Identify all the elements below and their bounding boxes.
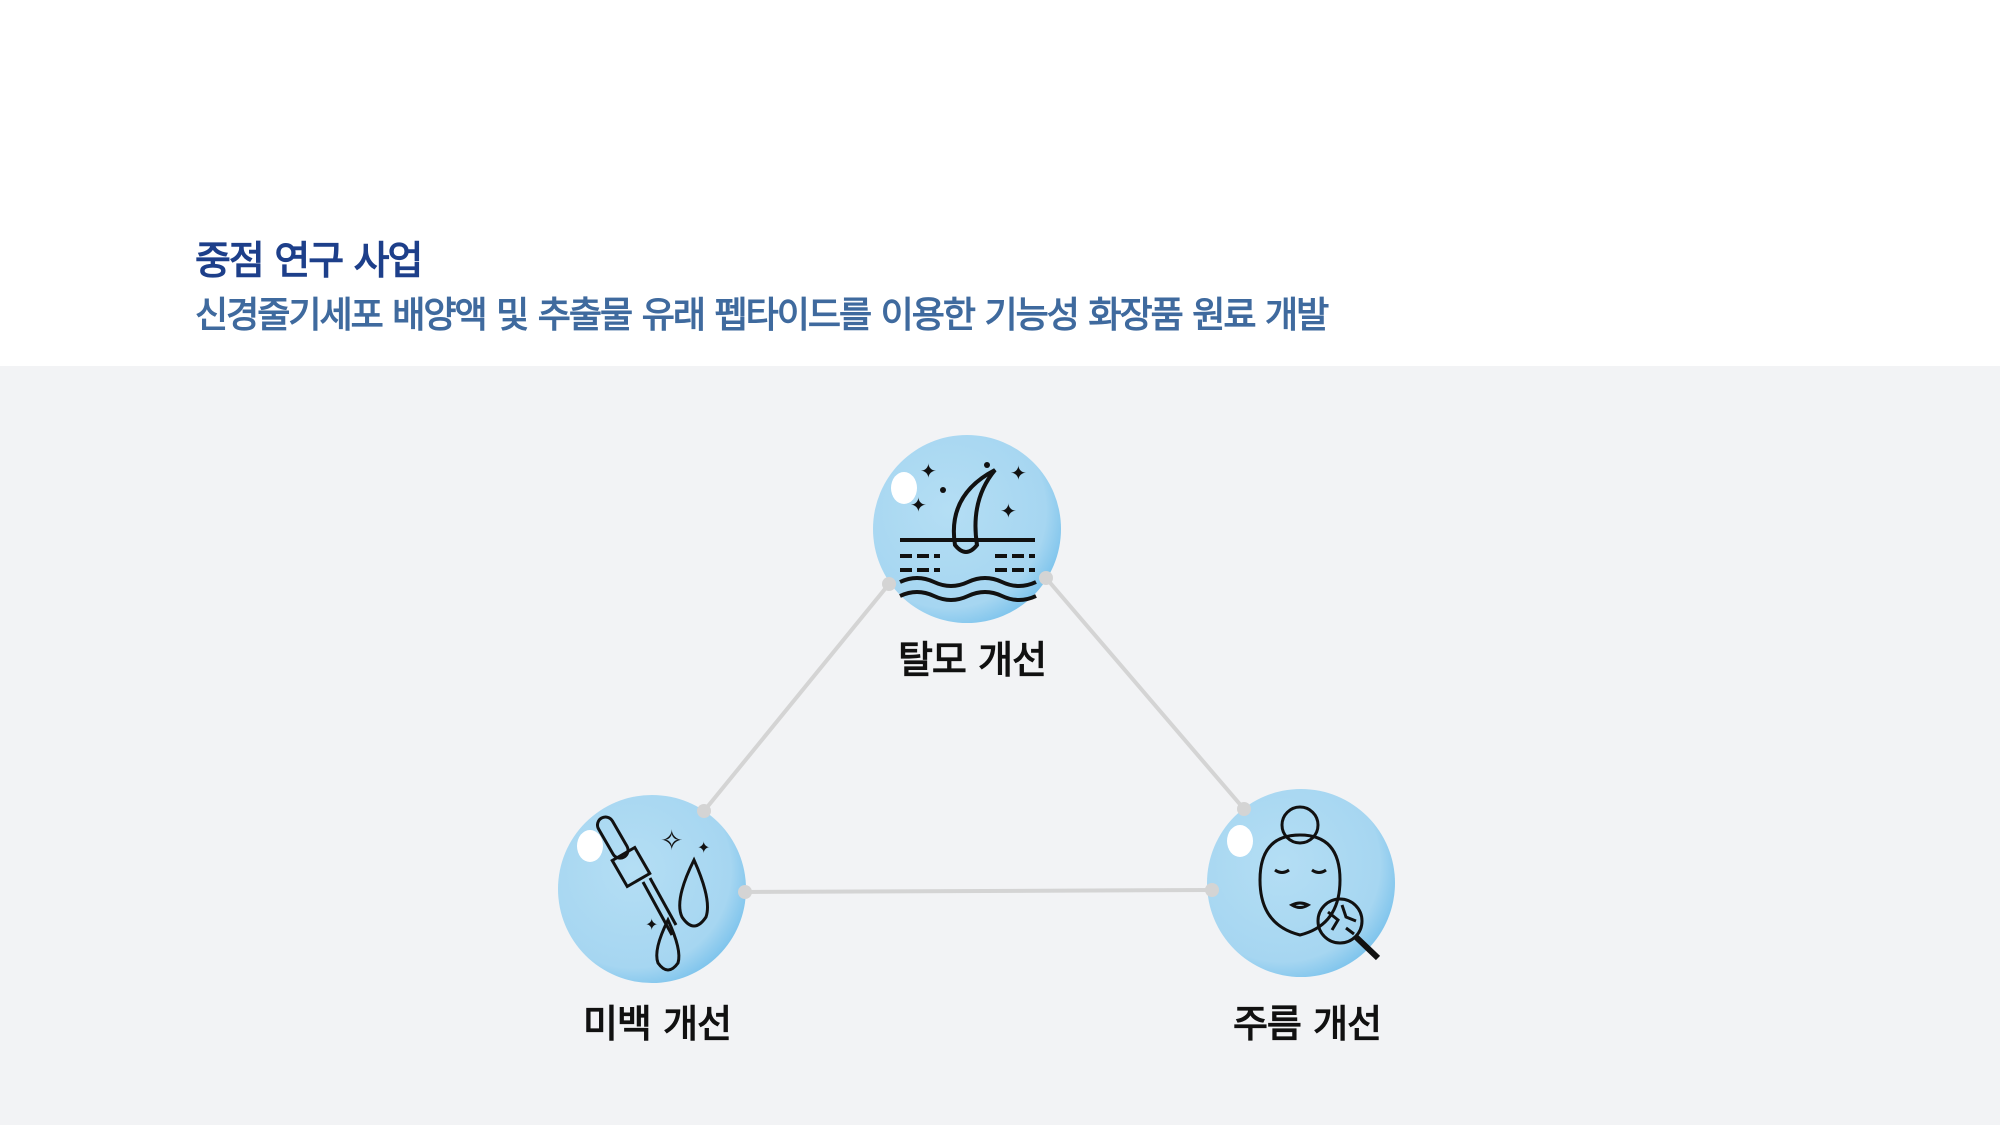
- hair-follicle-icon: ✦ ✦ ✦ ✦: [873, 435, 1061, 623]
- line-top-right: [1044, 576, 1246, 811]
- connector-nodes: [697, 571, 1251, 899]
- header: 중점 연구 사업 신경줄기세포 배양액 및 추출물 유래 펩타이드를 이용한 기…: [0, 0, 2000, 366]
- page-title: 중점 연구 사업: [195, 239, 423, 284]
- node-label-hair-loss: 탈모 개선: [897, 638, 1047, 682]
- dropper-icon: ✧ ✦ ✦: [558, 795, 746, 983]
- face-magnifier-icon: [1207, 789, 1395, 977]
- svg-text:✦: ✦: [1010, 461, 1027, 485]
- node-label-whitening: 미백 개선: [582, 1002, 732, 1046]
- svg-text:✧: ✧: [660, 824, 683, 857]
- svg-text:✦: ✦: [697, 838, 710, 857]
- svg-text:✦: ✦: [910, 493, 927, 517]
- page-subtitle: 신경줄기세포 배양액 및 추출물 유래 펩타이드를 이용한 기능성 화장품 원료…: [195, 295, 1329, 336]
- line-left-right: [744, 888, 1213, 894]
- svg-text:✦: ✦: [1000, 499, 1017, 523]
- line-top-left: [702, 582, 891, 813]
- node-label-wrinkle: 주름 개선: [1232, 1002, 1382, 1046]
- svg-text:✦: ✦: [920, 459, 937, 483]
- svg-text:✦: ✦: [645, 915, 658, 934]
- connector-lines: [702, 576, 1246, 894]
